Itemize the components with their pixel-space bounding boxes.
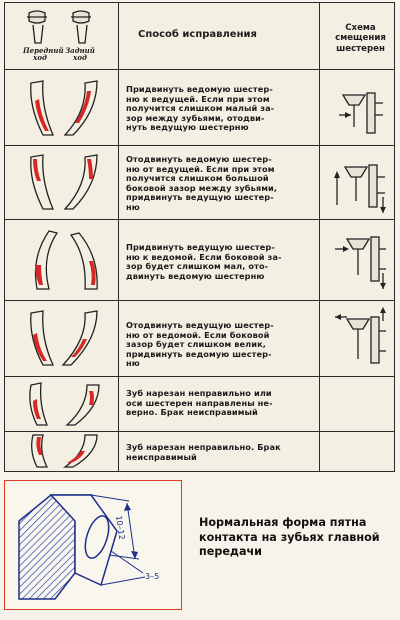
row-divider — [5, 145, 394, 146]
tooth-header-icon — [27, 10, 91, 44]
column-divider — [118, 3, 119, 471]
scheme-column-header: Схема смещения шестерен — [335, 23, 386, 54]
contact-pattern-drawing: 10–12 3–5 — [4, 480, 182, 610]
gear-shift-scheme-icon — [335, 236, 386, 289]
correction-text: Отодвинуть ведомую шестер-ню от ведущей.… — [126, 154, 278, 212]
row-divider — [5, 431, 394, 432]
row-divider — [5, 69, 394, 70]
tooth-contact-pattern-icon — [34, 230, 98, 290]
tooth-contact-pattern-icon — [31, 434, 98, 468]
correction-text: Придвинуть ведущую шестер-ню к ведомой. … — [126, 242, 282, 281]
gear-tooth-section-icon — [18, 494, 146, 600]
gear-shift-scheme-icon — [334, 164, 386, 213]
method-column-header: Способ исправления — [138, 29, 257, 40]
row-divider — [5, 300, 394, 301]
drawing-caption: Нормальная форма пятна контакта на зубья… — [199, 516, 380, 558]
correction-text: Придвинуть ведомую шестер-ню к ведущей. … — [126, 84, 275, 133]
column-divider — [319, 3, 320, 471]
tooth-contact-pattern-icon — [30, 80, 98, 136]
correction-table: Передний ход Задний ход Способ исправлен… — [4, 2, 395, 472]
row-divider — [5, 376, 394, 377]
tooth-contact-pattern-icon — [30, 310, 98, 366]
gear-shift-scheme-icon — [335, 307, 386, 364]
gear-shift-scheme-icon — [339, 92, 383, 134]
edge-distance-dimension: 3–5 — [145, 572, 160, 581]
tooth-contact-pattern-icon — [29, 382, 100, 426]
correction-text: Отодвинуть ведущую шестер-ню от ведомой.… — [126, 320, 274, 369]
row-divider — [5, 219, 394, 220]
front-drive-label: Передний ход — [23, 46, 64, 62]
rear-drive-label: Задний ход — [65, 46, 95, 62]
tooth-contact-pattern-icon — [30, 154, 98, 210]
